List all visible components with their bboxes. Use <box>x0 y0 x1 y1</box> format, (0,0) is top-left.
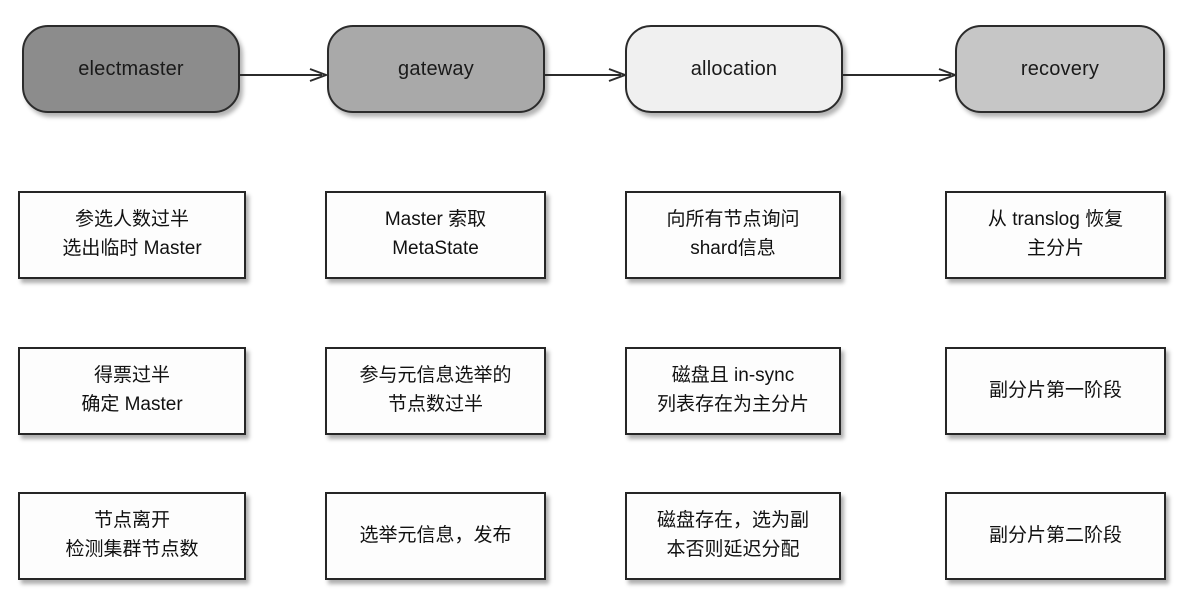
note-line: 参选人数过半 <box>74 209 189 231</box>
pipeline-node-label: gateway <box>398 58 474 80</box>
note-box[interactable]: 从 translog 恢复 主分片 <box>945 191 1166 279</box>
note-line: 检测集群节点数 <box>65 539 199 560</box>
note-line: 向所有节点询问 <box>666 209 800 231</box>
note-line: 从 translog 恢复 <box>987 209 1124 231</box>
note-box[interactable]: 副分片第一阶段 <box>945 347 1166 435</box>
note-box[interactable]: 磁盘且 in-sync 列表存在为主分片 <box>625 347 841 435</box>
pipeline-node-label: allocation <box>690 58 778 80</box>
note-line: 磁盘且 in-sync <box>671 365 795 387</box>
note-line: shard信息 <box>690 238 776 259</box>
pipeline-node-allocation[interactable]: allocation <box>625 25 843 113</box>
note-line: MetaState <box>392 238 479 259</box>
note-line: 磁盘存在，选为副 <box>656 510 809 532</box>
pipeline-node-label: recovery <box>1020 58 1100 80</box>
note-box[interactable]: 副分片第二阶段 <box>945 492 1166 580</box>
note-line: 得票过半 <box>93 365 170 387</box>
note-box[interactable]: 参选人数过半 选出临时 Master <box>18 191 246 279</box>
note-line: 本否则延迟分配 <box>666 539 800 560</box>
note-line: 列表存在为主分片 <box>656 394 809 415</box>
note-line: 选出临时 Master <box>62 238 202 259</box>
note-box[interactable]: 向所有节点询问 shard信息 <box>625 191 841 279</box>
note-box[interactable]: 得票过半 确定 Master <box>18 347 246 435</box>
pipeline-node-gateway[interactable]: gateway <box>327 25 545 113</box>
note-box[interactable]: 节点离开 检测集群节点数 <box>18 492 246 580</box>
note-box[interactable]: 磁盘存在，选为副 本否则延迟分配 <box>625 492 841 580</box>
pipeline-row: electmaster gateway allocation <box>0 0 1190 140</box>
pipeline-node-label: electmaster <box>78 58 184 80</box>
note-line: 节点数过半 <box>387 394 483 415</box>
note-line: 主分片 <box>1026 238 1084 259</box>
note-box[interactable]: Master 索取 MetaState <box>325 191 546 279</box>
note-box[interactable]: 选举元信息，发布 <box>325 492 546 580</box>
note-line: 选举元信息，发布 <box>359 524 512 546</box>
note-line: Master 索取 <box>384 209 487 231</box>
note-line: 参与元信息选举的 <box>359 365 512 387</box>
connector-arrow-electmaster-to-gateway <box>240 68 329 82</box>
pipeline-node-recovery[interactable]: recovery <box>955 25 1165 113</box>
pipeline-node-electmaster[interactable]: electmaster <box>22 25 240 113</box>
note-line: 副分片第二阶段 <box>988 524 1122 546</box>
note-line: 副分片第一阶段 <box>988 379 1122 401</box>
note-line: 确定 Master <box>81 394 183 415</box>
note-line: 节点离开 <box>93 510 170 532</box>
note-box[interactable]: 参与元信息选举的 节点数过半 <box>325 347 546 435</box>
